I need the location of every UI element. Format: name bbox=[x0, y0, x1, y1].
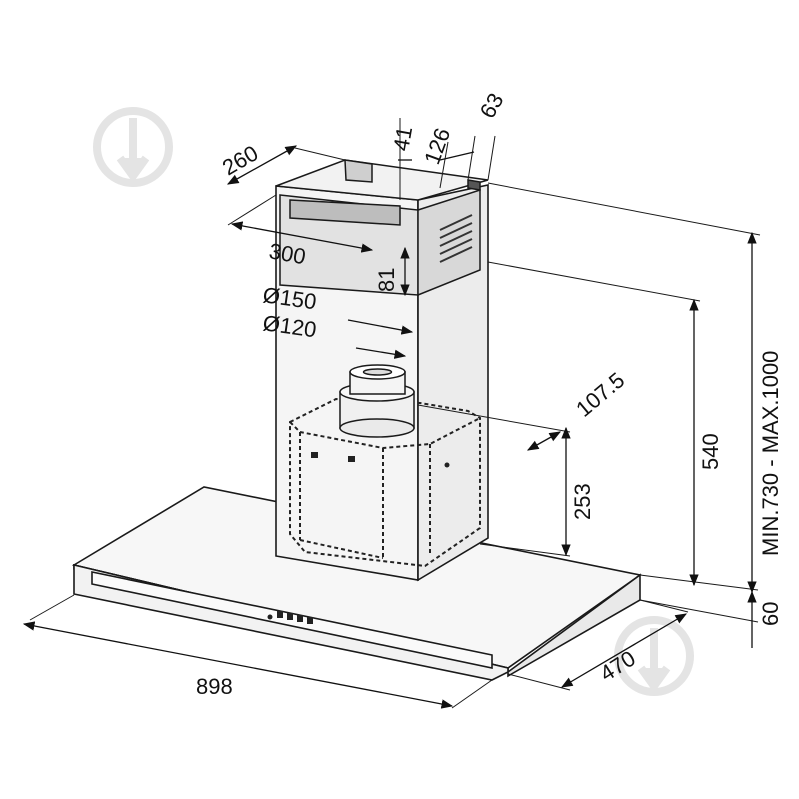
watermark-top-left-icon bbox=[93, 107, 173, 187]
outlet-collar bbox=[339, 364, 415, 438]
dimension-lines bbox=[22, 145, 757, 709]
motor-details bbox=[311, 452, 450, 468]
control-panel bbox=[267, 611, 313, 624]
label-total-height: MIN.730 - MAX.1000 bbox=[758, 351, 783, 556]
label-300: 300 bbox=[267, 238, 308, 269]
dim-898-line bbox=[22, 621, 454, 709]
label-126: 126 bbox=[419, 125, 455, 168]
dim-470-line bbox=[560, 613, 688, 688]
extension-lines bbox=[29, 118, 761, 709]
label-260: 260 bbox=[218, 140, 262, 180]
dim-150-line bbox=[347, 319, 414, 335]
dim-120-line bbox=[355, 347, 407, 359]
label-63: 63 bbox=[475, 89, 509, 123]
dim-126-line bbox=[439, 151, 475, 161]
label-107-5: 107.5 bbox=[571, 367, 629, 422]
label-253: 253 bbox=[570, 483, 595, 520]
label-470: 470 bbox=[595, 646, 639, 687]
label-898: 898 bbox=[196, 674, 233, 699]
dim-107-line bbox=[526, 431, 562, 451]
label-81: 81 bbox=[374, 268, 399, 292]
label-41: 41 bbox=[388, 124, 417, 152]
label-60: 60 bbox=[758, 602, 783, 626]
dim-300-line bbox=[230, 221, 374, 253]
label-540: 540 bbox=[698, 433, 723, 470]
dim-260-line bbox=[226, 145, 298, 185]
